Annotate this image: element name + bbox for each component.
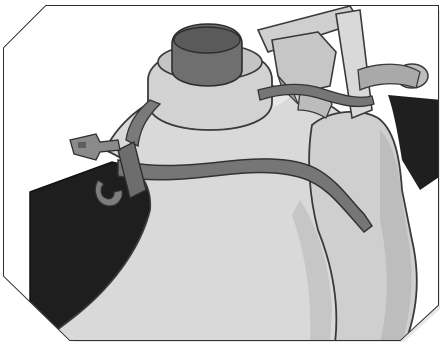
tank-valve-illustration (0, 0, 442, 343)
illustration-content (0, 0, 442, 343)
illustration-frame (0, 0, 442, 343)
